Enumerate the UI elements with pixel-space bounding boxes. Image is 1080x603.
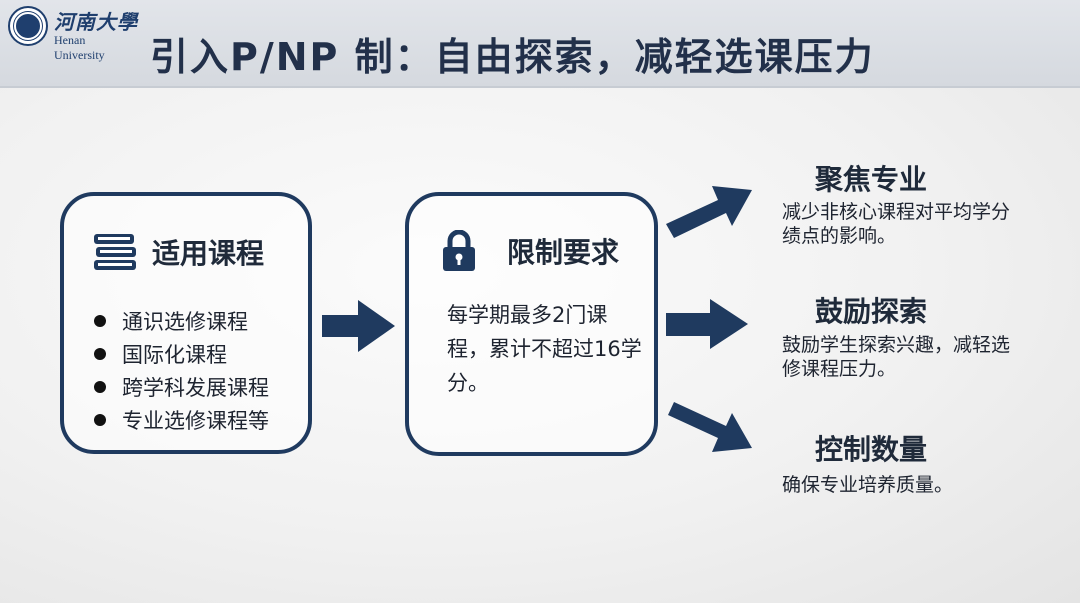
outcome-title-focus: 聚焦专业 xyxy=(815,163,928,196)
restrictions-title: 限制要求 xyxy=(507,236,620,269)
restrictions-text: 每学期最多2门课程，累计不超过16学分。 xyxy=(447,303,642,395)
outcome-desc-focus: 减少非核心课程对平均学分绩点的影响。 xyxy=(782,201,1011,247)
restrictions-box: 限制要求 每学期最多2门课程，累计不超过16学分。 xyxy=(405,192,658,456)
university-seal-icon xyxy=(8,6,48,46)
arrow-down-right-icon xyxy=(668,402,752,452)
list-item: 通识选修课程 xyxy=(94,304,269,337)
bullet-icon xyxy=(94,413,106,426)
arrow-right-icon xyxy=(666,299,748,349)
applicable-courses-header: 适用课程 xyxy=(92,232,264,272)
outcome-title-explore: 鼓励探索 xyxy=(815,295,928,328)
logo-name-en: Henan University xyxy=(54,33,105,62)
books-icon xyxy=(94,234,136,270)
applicable-courses-list: 通识选修课程 国际化课程 跨学科发展课程 专业选修课程等 xyxy=(94,304,269,436)
bullet-icon xyxy=(94,380,106,393)
lock-icon xyxy=(443,230,475,271)
header-bar: 河南大學 Henan University 引入P/NP 制：自由探索，减轻选课… xyxy=(0,0,1080,88)
arrow-right-icon xyxy=(322,300,395,352)
outcome-desc-control: 确保专业培养质量。 xyxy=(782,474,954,496)
outcome-desc-explore: 鼓励学生探索兴趣，减轻选修课程压力。 xyxy=(782,334,1011,380)
bullet-icon xyxy=(94,347,106,360)
logo-name-cn: 河南大學 xyxy=(54,10,138,34)
list-item-text: 跨学科发展课程 xyxy=(122,375,269,400)
outcome-title-control: 控制数量 xyxy=(815,433,928,466)
applicable-courses-title: 适用课程 xyxy=(152,237,265,270)
list-item: 国际化课程 xyxy=(94,337,269,370)
applicable-courses-box: 适用课程 通识选修课程 国际化课程 跨学科发展课程 专业选修课程等 xyxy=(60,192,312,454)
list-item-text: 国际化课程 xyxy=(122,342,227,367)
list-item: 跨学科发展课程 xyxy=(94,370,269,403)
page-title: 引入P/NP 制：自由探索，减轻选课压力 xyxy=(150,35,875,79)
list-item: 专业选修课程等 xyxy=(94,403,269,436)
university-logo: 河南大學 Henan University xyxy=(8,6,138,62)
list-item-text: 通识选修课程 xyxy=(122,309,248,334)
arrow-up-right-icon xyxy=(666,186,752,238)
list-item-text: 专业选修课程等 xyxy=(122,408,269,433)
bullet-icon xyxy=(94,314,106,327)
restrictions-header: 限制要求 xyxy=(441,230,619,272)
